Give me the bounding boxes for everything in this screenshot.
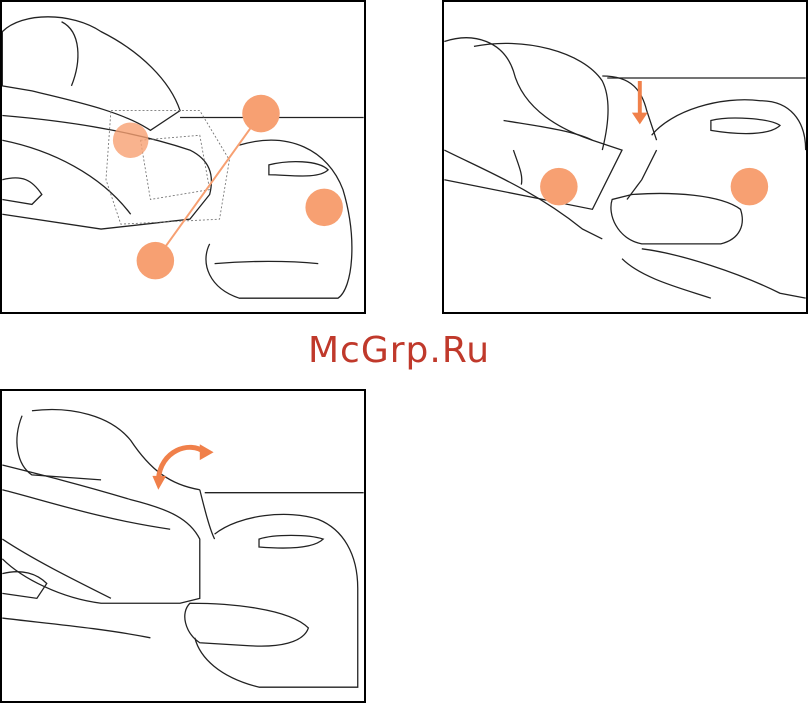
down-arrow-icon [632,113,648,125]
seat-drawing-3 [2,391,364,701]
rotate-arrow-icon [152,476,166,490]
marker-dot-4 [540,168,578,206]
seat-drawing-2 [444,2,806,312]
marker-dot-2 [305,189,343,227]
illustration-panel-1 [0,0,366,314]
seat-drawing-1 [2,2,364,312]
watermark-text: McGrp.Ru [308,330,490,371]
illustration-panel-3 [0,389,366,703]
marker-dot-3 [137,242,175,280]
highlight-spot [113,122,149,158]
marker-dot-1 [242,95,280,133]
illustration-panel-2 [442,0,808,314]
marker-dot-5 [731,168,769,206]
